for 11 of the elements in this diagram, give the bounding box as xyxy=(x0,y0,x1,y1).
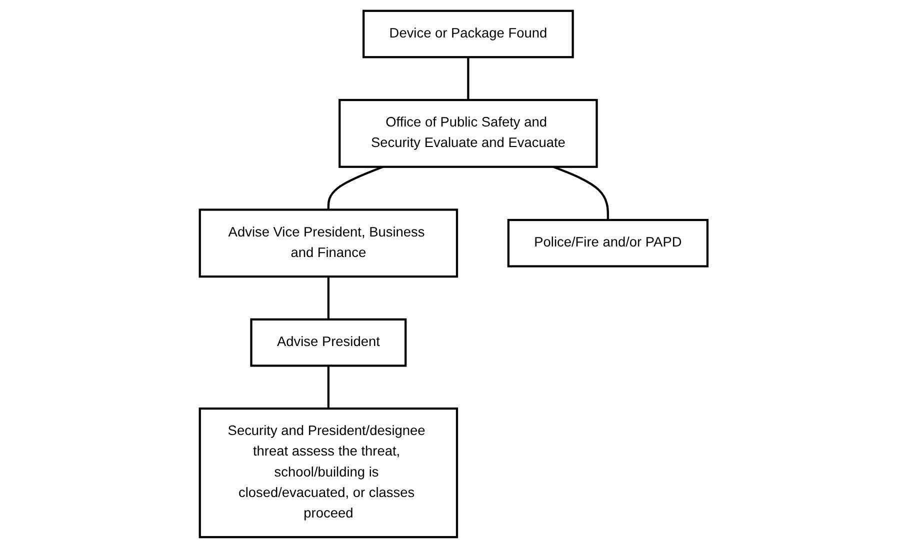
node-box: Office of Public Safety and Security Evaluate and Evacuate xyxy=(338,98,598,168)
node-box: Security and President/designee threat assess the threat, school/building is closed/evacuated, or classes proceed xyxy=(198,407,458,538)
connector xyxy=(327,166,384,210)
node-box: Advise President xyxy=(250,318,406,367)
connector xyxy=(327,276,330,320)
connector xyxy=(552,166,609,220)
connector xyxy=(327,366,330,409)
connector xyxy=(466,57,470,100)
node-box: Advise Vice President, Business and Finance xyxy=(198,208,458,278)
node-box: Police/Fire and/or PAPD xyxy=(507,218,708,268)
node-box: Device or Package Found xyxy=(362,10,574,58)
